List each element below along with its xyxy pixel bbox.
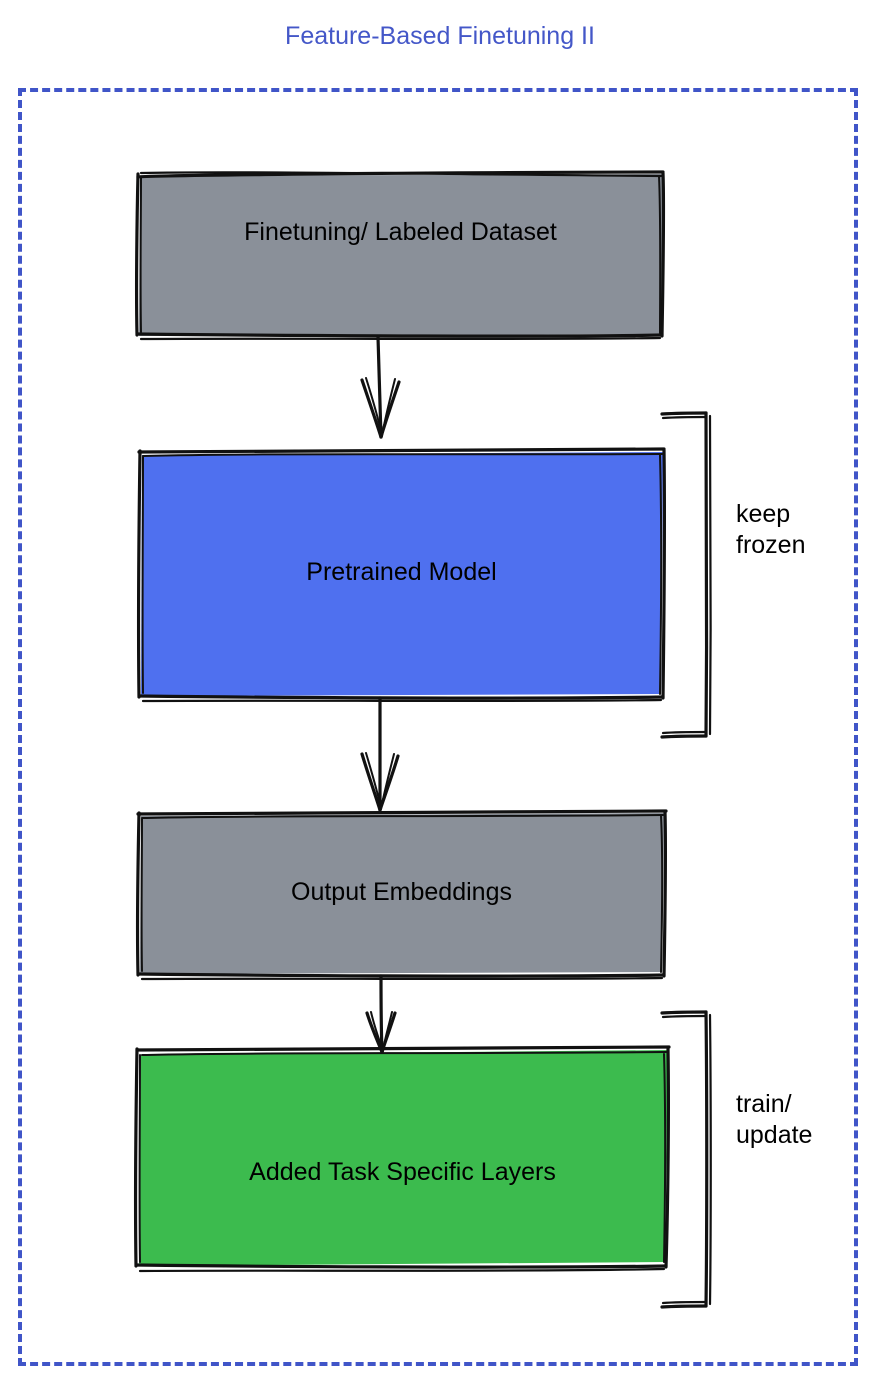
bracket-train-update — [660, 1010, 712, 1309]
bracket-label-train-update: train/ update — [736, 1090, 813, 1149]
page-title: Feature-Based Finetuning II — [285, 22, 595, 50]
node-label-task-specific-layers: Added Task Specific Layers — [249, 1158, 556, 1186]
node-finetuning-dataset[interactable] — [134, 170, 666, 341]
bracket-label-keep-frozen: keep frozen — [736, 500, 806, 559]
arrow-dataset-to-model — [360, 335, 401, 439]
arrow-model-to-embeddings — [360, 696, 400, 812]
arrow-embeddings-to-layers — [365, 974, 397, 1054]
node-task-specific-layers[interactable] — [133, 1045, 671, 1273]
node-label-pretrained-model: Pretrained Model — [306, 558, 497, 586]
node-label-output-embeddings: Output Embeddings — [291, 878, 512, 906]
bracket-keep-frozen — [660, 411, 712, 739]
node-output-embeddings[interactable] — [135, 809, 668, 981]
node-pretrained-model[interactable] — [136, 447, 667, 703]
node-label-finetuning-dataset: Finetuning/ Labeled Dataset — [244, 218, 557, 246]
